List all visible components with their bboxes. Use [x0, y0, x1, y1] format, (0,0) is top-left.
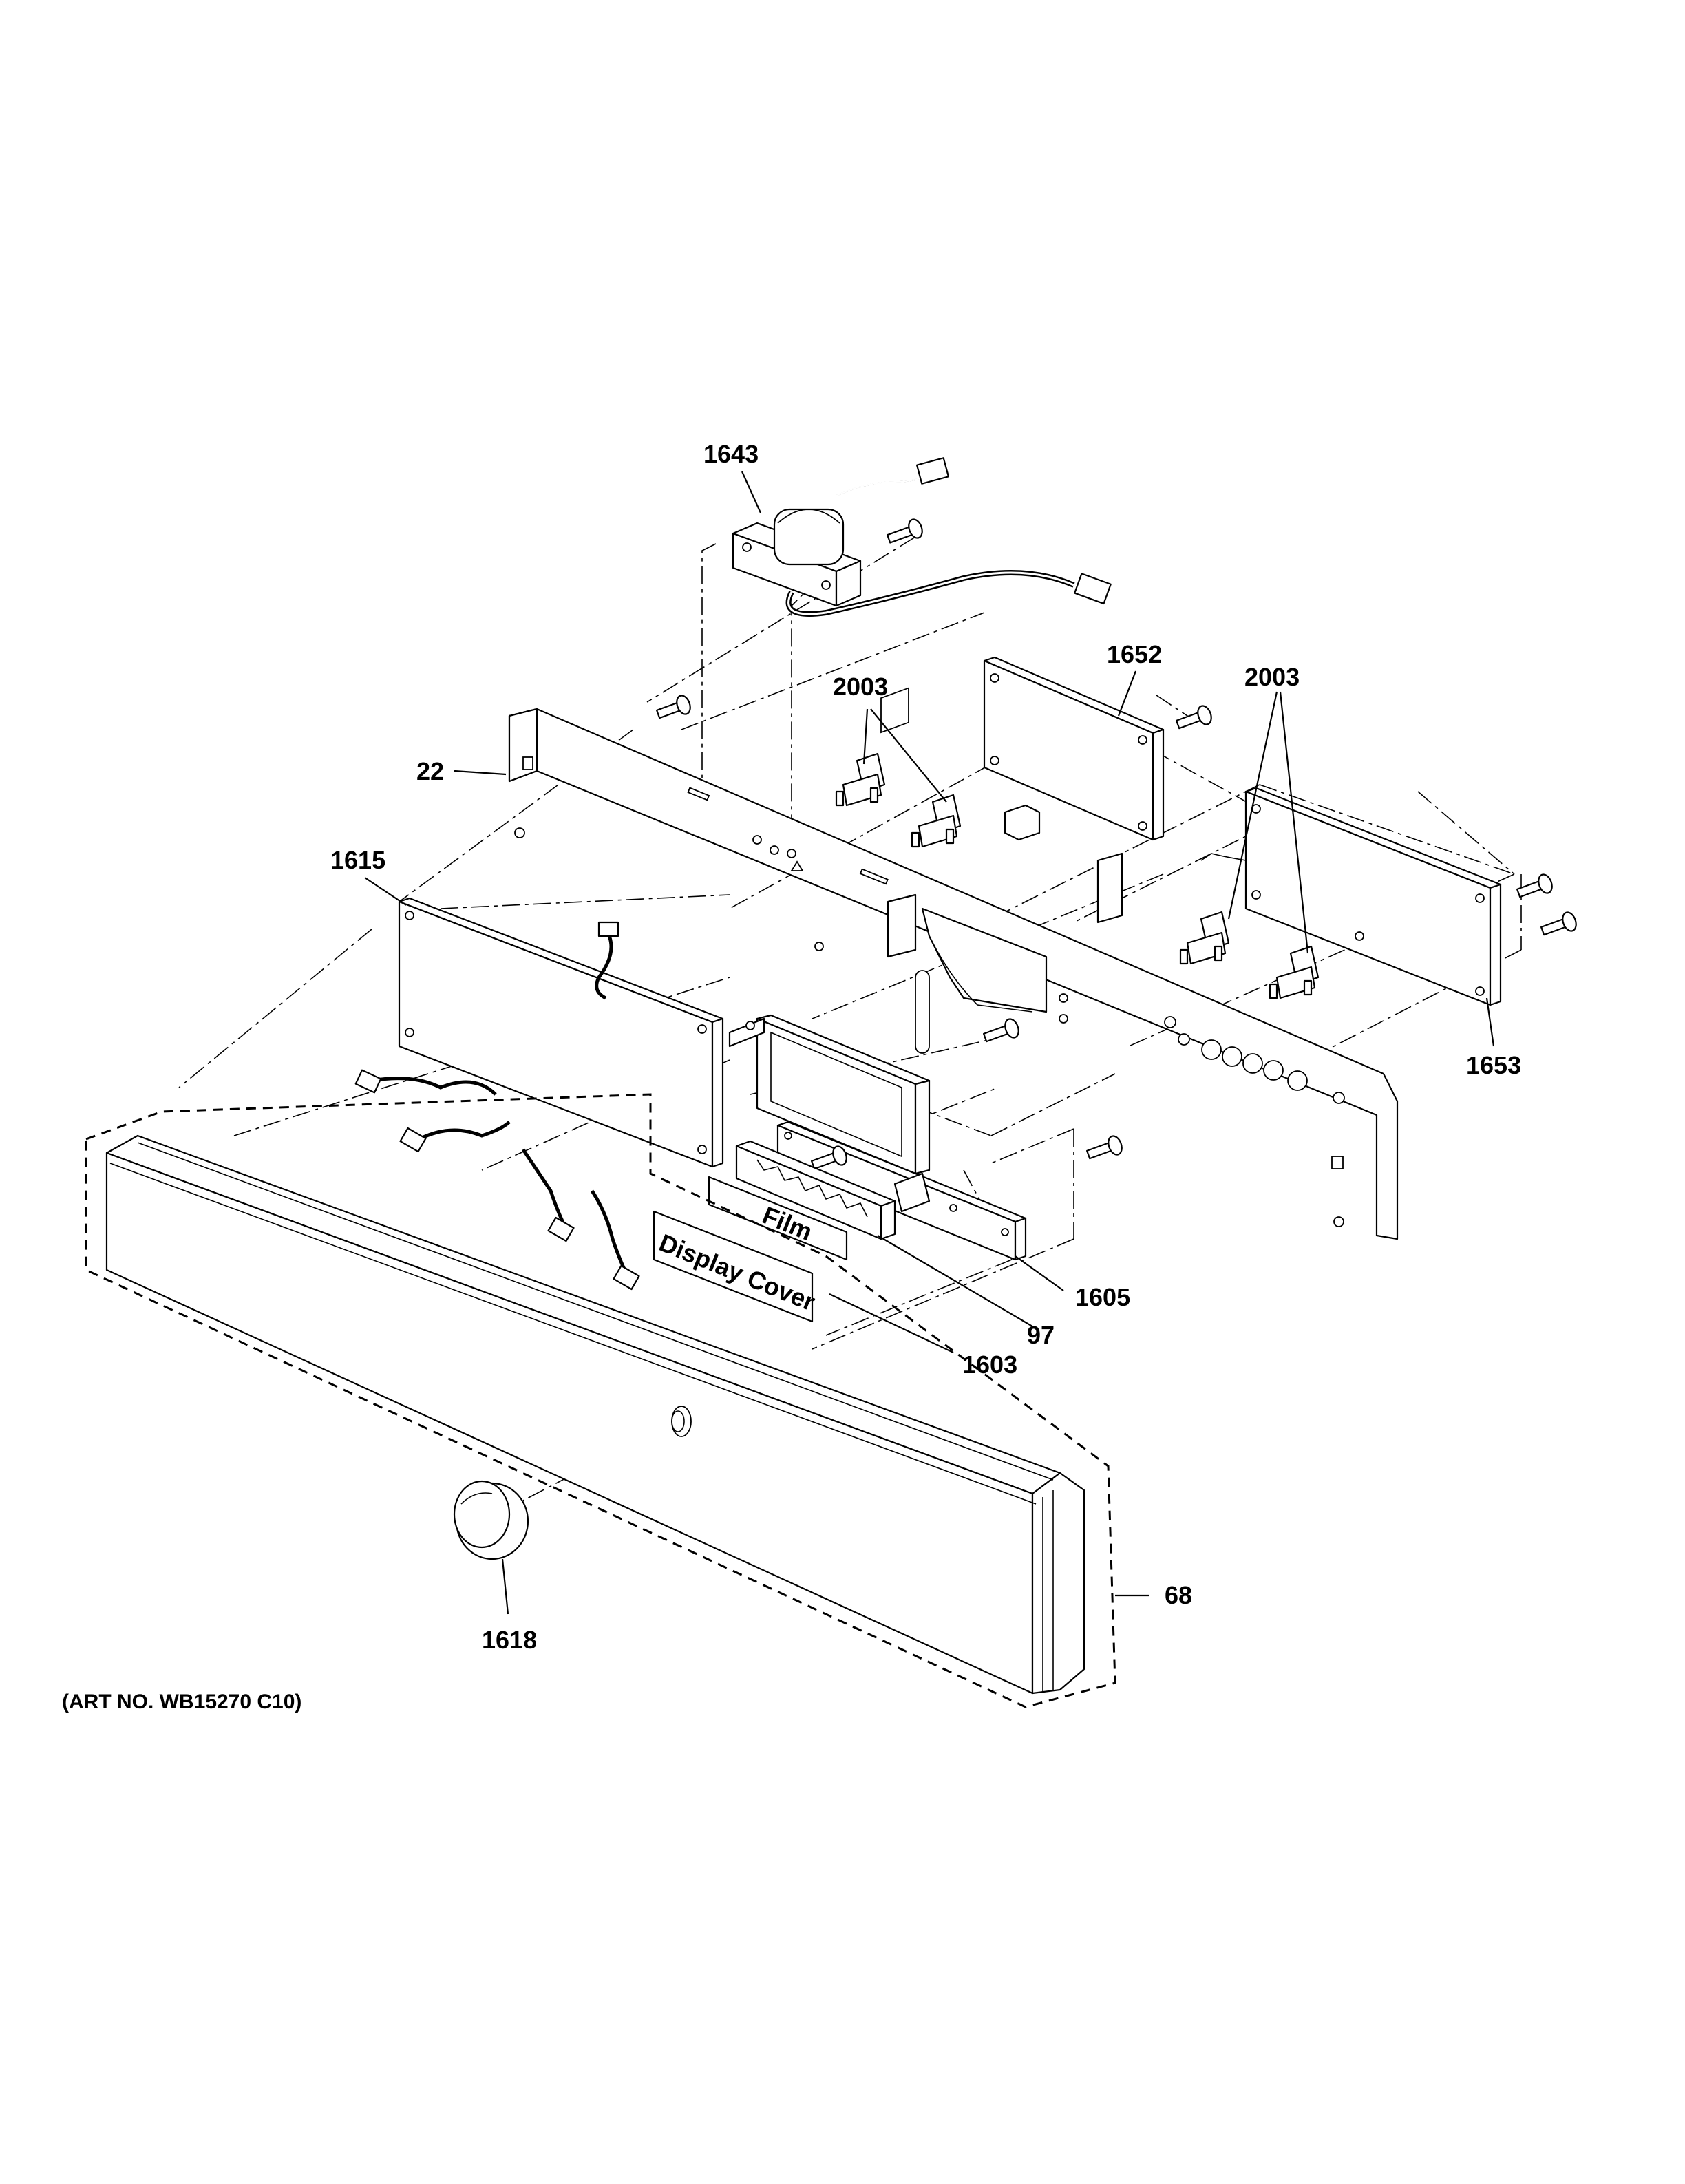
callout-1603: 1603 — [962, 1350, 1017, 1379]
screw — [810, 1145, 847, 1170]
art-number: (ART NO. WB15270 C10) — [62, 1690, 301, 1713]
leader-lines — [364, 471, 1495, 1615]
switch-2003-c — [1179, 911, 1230, 965]
switch-2003-b — [911, 794, 962, 848]
board-1653 — [1200, 787, 1577, 1006]
switch-2003-d — [1269, 945, 1320, 999]
callouts: 1643 1652 2003 2003 22 1615 1653 1605 97… — [330, 440, 1521, 1654]
callout-2003-right: 2003 — [1244, 663, 1300, 691]
screw — [1175, 705, 1212, 730]
display-module — [728, 1014, 1019, 1175]
switch-2003-a — [835, 752, 886, 807]
callout-22: 22 — [416, 757, 444, 785]
film-overlay — [708, 1176, 848, 1261]
callout-1618: 1618 — [482, 1626, 537, 1654]
display-cover-1603 — [653, 1210, 814, 1323]
callout-1643: 1643 — [703, 440, 759, 468]
callout-1605: 1605 — [1075, 1283, 1130, 1311]
callout-1615: 1615 — [330, 846, 385, 874]
callout-1652: 1652 — [1107, 640, 1162, 668]
knob-1618 — [453, 1480, 529, 1560]
board-1605 — [776, 1121, 1123, 1261]
callout-68: 68 — [1165, 1581, 1192, 1609]
screw — [887, 518, 923, 544]
front-panel-68 — [85, 1093, 1116, 1708]
board-1615 — [354, 897, 724, 1291]
bracket-22 — [508, 687, 1399, 1240]
keypad-97 — [735, 1140, 896, 1240]
screw — [982, 1018, 1019, 1043]
callout-1653: 1653 — [1466, 1051, 1521, 1079]
spacer-column — [1096, 852, 1123, 924]
screw — [1540, 911, 1577, 936]
spacer-block — [1004, 804, 1041, 841]
callout-2003-left: 2003 — [833, 672, 888, 701]
transformer-1643 — [732, 457, 1112, 617]
callout-97: 97 — [1027, 1321, 1055, 1349]
screw — [1516, 873, 1553, 898]
screw — [1085, 1135, 1123, 1160]
screw — [655, 695, 691, 719]
